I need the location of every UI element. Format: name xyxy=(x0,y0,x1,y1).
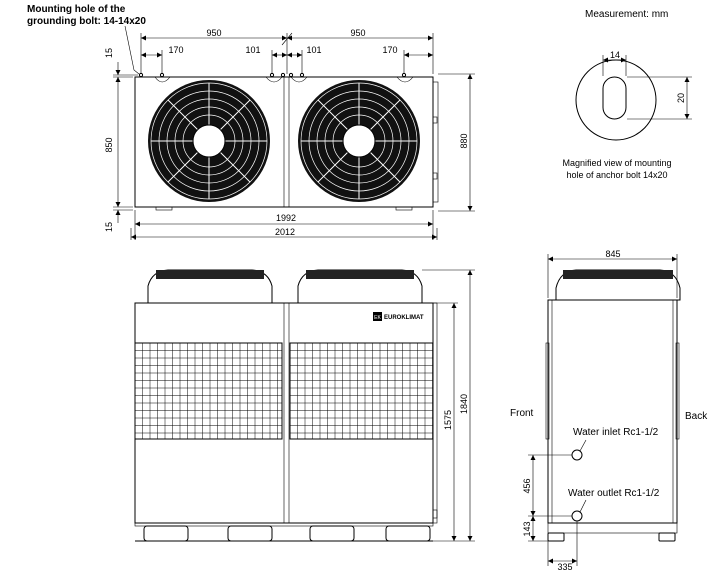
dim-top-170-left: 170 xyxy=(168,45,183,55)
water-inlet-label: Water inlet Rc1-1/2 xyxy=(573,427,659,438)
front-foot xyxy=(227,525,273,542)
side-body xyxy=(547,299,678,524)
dim-top-950-right: 950 xyxy=(350,28,365,38)
dim-height-1840: 1840 xyxy=(459,394,469,414)
front-fan-hood-right xyxy=(297,269,423,304)
brand-logo: EK EUROKLIMAT xyxy=(373,312,424,321)
dim-depth-15-bottom: 15 xyxy=(104,222,114,232)
top-view-fan-right xyxy=(298,80,420,202)
magnified-caption-line2: hole of anchor bolt 14x20 xyxy=(566,170,667,180)
dim-width-1992: 1992 xyxy=(276,213,296,223)
grounding-hole-callout-line1: Mounting hole of the xyxy=(27,4,126,15)
front-fan-hood-left xyxy=(147,269,273,304)
front-foot xyxy=(143,525,189,542)
water-outlet-label: Water outlet Rc1-1/2 xyxy=(568,488,660,499)
dim-overall-depth-880: 880 xyxy=(459,133,469,148)
brand-logo-text: EUROKLIMAT xyxy=(384,315,424,321)
dim-side-depth-845: 845 xyxy=(605,249,620,259)
front-coil-grille-right xyxy=(289,342,434,440)
dim-depth-15-top: 15 xyxy=(104,48,114,58)
dim-top-101-right: 101 xyxy=(306,45,321,55)
dim-width-2012: 2012 xyxy=(275,227,295,237)
side-foot xyxy=(547,532,565,542)
side-foot xyxy=(658,532,676,542)
front-view: EK EUROKLIMAT 1575 1840 xyxy=(134,269,475,542)
dim-height-1575: 1575 xyxy=(443,410,453,430)
dim-inlet-height-456: 456 xyxy=(522,478,532,493)
front-foot xyxy=(309,525,355,542)
side-fan-hood xyxy=(555,269,681,301)
grounding-hole-leader xyxy=(124,25,140,75)
dim-top-170-right: 170 xyxy=(382,45,397,55)
measurement-unit-label: Measurement: mm xyxy=(585,9,668,20)
dim-hole-width-14: 14 xyxy=(610,50,620,60)
magnified-hole-view: 14 20 Magnified view of mounting hole of… xyxy=(562,50,692,180)
front-label: Front xyxy=(510,408,534,419)
top-view-fan-left xyxy=(148,80,270,202)
front-coil-grille-left xyxy=(134,342,283,440)
brand-logo-badge: EK xyxy=(374,315,381,321)
dim-outlet-height-143: 143 xyxy=(522,521,532,536)
dim-depth-850: 850 xyxy=(104,137,114,152)
dim-top-950-left: 950 xyxy=(206,28,221,38)
dim-hole-length-20: 20 xyxy=(676,93,686,103)
back-label: Back xyxy=(685,411,708,422)
dim-top-101-left: 101 xyxy=(245,45,260,55)
front-foot xyxy=(385,525,431,542)
top-view: 950 950 170 101 101 170 15 850 15 880 xyxy=(104,28,475,240)
side-view: Water inlet Rc1-1/2 Water outlet Rc1-1/2… xyxy=(522,249,681,572)
grounding-hole-callout-line2: grounding bolt: 14-14x20 xyxy=(27,16,146,27)
magnified-caption-line1: Magnified view of mounting xyxy=(562,158,671,168)
dim-pipe-offset-335: 335 xyxy=(557,562,572,572)
